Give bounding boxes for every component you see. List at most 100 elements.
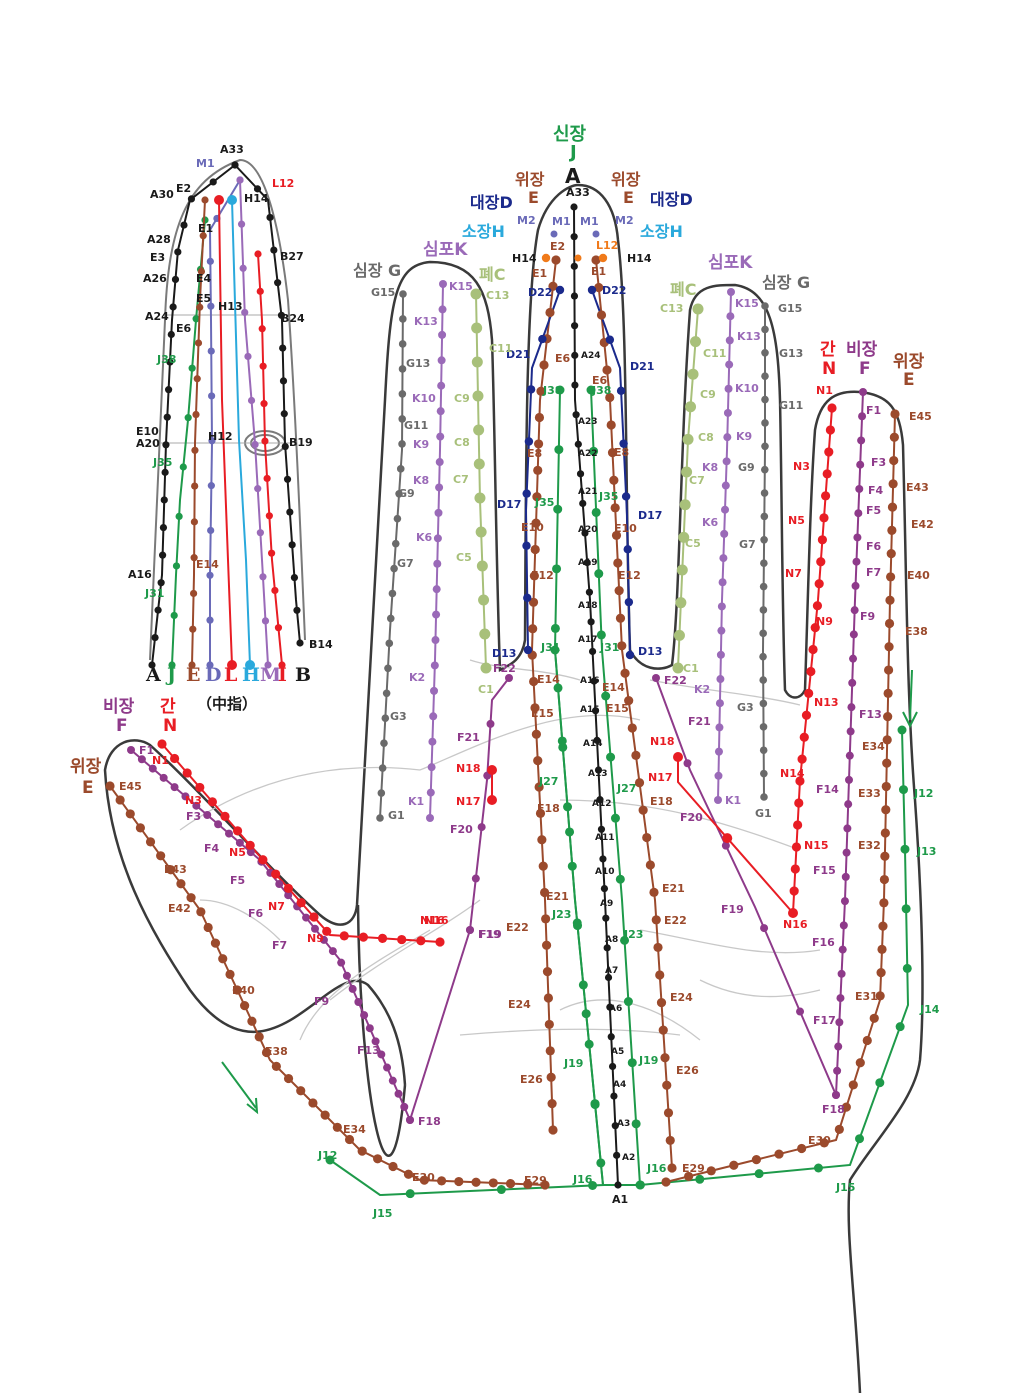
meridian-n-thumb-point xyxy=(283,883,294,893)
meridian-f-link-point xyxy=(406,1116,414,1124)
meridian-f-thumb-point xyxy=(342,971,351,980)
inset-b-point xyxy=(281,442,289,451)
meridian-e-r-point xyxy=(606,420,616,430)
inset-h-line xyxy=(231,199,251,666)
meridian-d-r-point xyxy=(625,650,635,660)
meridian-j-right-point xyxy=(900,844,910,854)
inset-label-j31: J31 xyxy=(144,587,164,600)
meridian-n-r-point xyxy=(819,513,829,523)
meridian-e-little-point xyxy=(834,1124,844,1134)
label-j35: J35 xyxy=(598,490,618,503)
meridian-j-center-point xyxy=(635,1180,645,1190)
meridian-k-r-point xyxy=(727,288,735,296)
label-n18: N18 xyxy=(650,735,675,748)
meridian-c-l-point xyxy=(474,492,486,504)
inset-label-e4: E4 xyxy=(196,272,212,285)
inset-m-point xyxy=(244,352,252,361)
inset-m-point xyxy=(254,485,262,493)
label-n5: N5 xyxy=(788,514,805,527)
label-a7: A7 xyxy=(605,966,618,976)
meridian-j-center-point xyxy=(627,1058,637,1068)
inset-d-point xyxy=(207,302,215,310)
meridian-e-thumb-point xyxy=(454,1176,464,1187)
meridian-a-point xyxy=(611,1122,619,1130)
inset-b-point xyxy=(270,246,278,254)
meridian-g-r-point xyxy=(761,372,769,380)
inset-b-point xyxy=(231,161,239,169)
meridian-e-little-point xyxy=(888,479,898,489)
meridian-e-l-point xyxy=(536,386,546,396)
meridian-j-right-line xyxy=(553,389,910,1186)
meridian-f-r-point xyxy=(855,484,864,493)
meridian-n-r-point xyxy=(824,447,834,457)
meridian-c-r-point xyxy=(678,531,690,543)
inset-key-m: M xyxy=(260,664,281,686)
meridian-f-thumb-point xyxy=(354,998,363,1007)
meridian-e-thumb-point xyxy=(403,1169,414,1179)
label-d13: D13 xyxy=(638,645,662,658)
meridian-g-r-point xyxy=(761,325,769,334)
meridian-g-l-point xyxy=(377,789,386,797)
inset-j-line xyxy=(171,219,206,666)
meridian-j-center-point xyxy=(610,813,620,823)
meridian-a-point xyxy=(576,470,585,478)
meridian-e-l-point xyxy=(551,255,561,265)
meridian-e-little-point xyxy=(881,781,891,792)
meridian-k-r-point xyxy=(715,723,724,732)
meridian-e-r-point xyxy=(596,310,607,320)
meridian-k-l-point xyxy=(435,458,444,467)
inset-key-h: H xyxy=(242,664,260,686)
meridian-e-r-point xyxy=(658,1025,668,1035)
label-a5: A5 xyxy=(611,1047,624,1057)
meridian-g-l-point xyxy=(396,465,405,473)
inset-label-b19: B19 xyxy=(289,436,313,449)
header-e-top-r-kr: 위장 xyxy=(611,170,641,189)
inset-d-point xyxy=(206,257,214,265)
meridian-e-thumb-point xyxy=(218,954,228,964)
meridian-e-little-point xyxy=(882,735,892,745)
meridian-a-point xyxy=(570,233,578,241)
meridian-g-r-point xyxy=(761,419,769,427)
meridian-n-r-point xyxy=(795,776,805,786)
meridian-e-thumb-point xyxy=(176,879,186,889)
label-a8: A8 xyxy=(605,935,618,945)
meridian-a-point xyxy=(574,440,582,448)
meridian-f-thumb-point xyxy=(235,838,244,847)
label-e29: E29 xyxy=(524,1174,547,1187)
label-e21: E21 xyxy=(662,882,685,895)
label-n13: N13 xyxy=(814,696,839,709)
label-f7: F7 xyxy=(866,566,881,579)
meridian-c-l-point xyxy=(473,458,485,470)
label-k9: K9 xyxy=(413,438,429,451)
label-e32: E32 xyxy=(858,839,881,852)
inset-a-point xyxy=(167,330,175,339)
header-f-l-kr: 비장 xyxy=(103,697,135,717)
meridian-f-r-point xyxy=(849,630,858,639)
meridian-k-l-point xyxy=(430,686,439,695)
meridian-f-r-palm-point xyxy=(832,1091,840,1099)
label-f9: F9 xyxy=(860,610,875,623)
meridian-d-l-point xyxy=(526,385,536,394)
meridian-k-l-point xyxy=(437,381,446,390)
header-f-r-code: F xyxy=(859,359,871,379)
meridian-e-r-point xyxy=(620,668,630,678)
meridian-f-thumb-point xyxy=(337,958,346,967)
meridian-f-r-point xyxy=(848,678,857,687)
header-k-l: 심포K xyxy=(423,240,468,260)
label-m1: M1 xyxy=(580,215,599,228)
meridian-f-r-point xyxy=(847,703,856,712)
meridian-g-l-point xyxy=(398,440,406,448)
meridian-n-r-point xyxy=(825,425,835,435)
label-a16: A16 xyxy=(580,676,600,686)
meridian-e-thumb-point xyxy=(471,1177,481,1187)
meridian-n-r-point xyxy=(791,842,802,852)
meridian-j-left-point xyxy=(557,736,567,746)
inset-a-point xyxy=(159,523,168,532)
inset-e-point xyxy=(189,589,198,598)
label-f14: F14 xyxy=(816,783,839,796)
meridian-j-center-point xyxy=(589,446,599,456)
label-c11: C11 xyxy=(489,342,512,355)
label-e14: E14 xyxy=(602,681,625,694)
